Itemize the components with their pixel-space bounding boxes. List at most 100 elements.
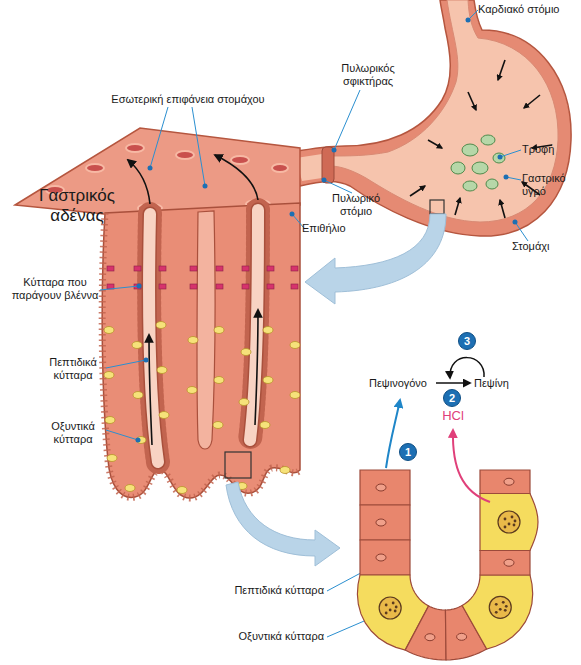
oxyntic-cell bbox=[462, 575, 533, 649]
leader-dot bbox=[322, 178, 327, 183]
gland-lumen bbox=[250, 210, 258, 440]
food-particle bbox=[462, 144, 478, 156]
flow-arrow bbox=[215, 155, 258, 200]
oxyntic-cell bbox=[156, 322, 166, 329]
mucous-cell bbox=[242, 266, 249, 271]
secretion-arrow bbox=[468, 92, 476, 110]
mucous-cell bbox=[107, 266, 298, 289]
food-particle bbox=[451, 162, 465, 174]
oxyntic-cell bbox=[188, 337, 198, 344]
cell-label: Πεπτιδικά κύτταρα bbox=[212, 584, 324, 597]
mucous-cell bbox=[267, 266, 274, 271]
leader-dot bbox=[498, 155, 503, 160]
mucous-cell bbox=[242, 284, 249, 289]
reaction-arrow bbox=[436, 382, 470, 384]
leader-dot bbox=[144, 358, 149, 363]
oxyntic-cell bbox=[177, 487, 187, 494]
leader-line bbox=[500, 150, 521, 157]
leader-dot bbox=[203, 184, 208, 189]
oxyntic-cell bbox=[280, 467, 290, 474]
stomach-wall bbox=[292, 0, 571, 236]
oxyntic-cell bbox=[157, 367, 167, 374]
leader-line bbox=[192, 107, 205, 186]
chromatin-dot bbox=[394, 610, 397, 613]
flow-arrow bbox=[128, 155, 258, 445]
part-label: Εσωτερική επιφάνεια στομάχου bbox=[78, 93, 298, 106]
oxyntic-cell bbox=[260, 422, 270, 429]
leader-dot bbox=[332, 148, 337, 153]
cell-label: Οξυντικά κύτταρα bbox=[212, 630, 324, 643]
cell-nucleus bbox=[457, 633, 467, 640]
chromatin-dot bbox=[385, 612, 388, 615]
chromatin-dot bbox=[389, 609, 392, 612]
food-particle bbox=[463, 181, 477, 191]
gastric-pit bbox=[272, 164, 288, 172]
food-particle bbox=[451, 135, 505, 191]
leader-dot bbox=[290, 212, 295, 217]
callout-text: 2 bbox=[449, 392, 455, 404]
cell-nucleus bbox=[504, 559, 514, 566]
mucous-cell bbox=[190, 284, 197, 289]
mucous-cell bbox=[134, 266, 141, 271]
mucous-cell bbox=[291, 284, 298, 289]
reaction-arrow bbox=[450, 358, 484, 378]
oxyntic-cell bbox=[132, 342, 142, 349]
chromatin-dot bbox=[385, 604, 388, 607]
gland-lumen bbox=[149, 214, 158, 462]
reaction-arrow bbox=[386, 400, 400, 468]
cell-label: Οξυντικά κύτταρα bbox=[38, 420, 108, 446]
oxyntic-cell bbox=[133, 392, 143, 399]
oxyntic-cell bbox=[263, 377, 273, 384]
oxyntic-cell bbox=[125, 485, 135, 492]
chromatin-dot bbox=[505, 605, 508, 608]
cell-nucleus bbox=[376, 519, 386, 526]
oxyntic-cell bbox=[239, 399, 249, 406]
cell-nucleus bbox=[489, 596, 511, 618]
oxyntic-cell bbox=[263, 327, 273, 334]
chromatin-dot bbox=[508, 523, 511, 526]
food-particle bbox=[486, 179, 498, 189]
cell-nucleus bbox=[425, 634, 435, 641]
oxyntic-cell bbox=[213, 422, 223, 429]
peptic-cell bbox=[360, 540, 410, 575]
molecule-label: Πεψίνη bbox=[474, 377, 530, 390]
gland-lumen bbox=[149, 214, 158, 462]
oxyntic-cell bbox=[241, 349, 251, 356]
leader-line bbox=[106, 360, 146, 368]
flow-arrow bbox=[128, 160, 150, 204]
oxyntic-cell bbox=[136, 437, 146, 444]
secretion-arrow bbox=[428, 140, 442, 148]
pyloric-sphincter bbox=[322, 147, 334, 183]
part-label: Στομάχι bbox=[512, 240, 572, 253]
mucous-cell bbox=[291, 266, 298, 271]
secretion-arrow bbox=[524, 95, 540, 108]
leader-line bbox=[515, 222, 528, 241]
gastric-pit bbox=[126, 144, 144, 152]
gland-lumen bbox=[149, 214, 158, 462]
callout-number: 1 bbox=[399, 443, 417, 461]
gland-lumen bbox=[149, 210, 258, 462]
mucous-cell bbox=[107, 266, 114, 271]
secretion-arrow bbox=[500, 200, 505, 218]
oxyntic-cell bbox=[104, 372, 114, 379]
part-label: Καρδιακό στόμιο bbox=[478, 3, 578, 16]
cell-label: Πεπτιδικά κύτταρα bbox=[38, 356, 108, 382]
chromatin-dot bbox=[495, 611, 498, 614]
zoom-arrow bbox=[226, 214, 446, 566]
gastric-pit bbox=[231, 156, 249, 164]
leader-dot bbox=[136, 438, 141, 443]
gastric-pit bbox=[176, 151, 194, 159]
chromatin-dot bbox=[513, 524, 516, 527]
structure-title: Γαστρικός αδένας bbox=[22, 186, 132, 227]
mucous-cell bbox=[267, 284, 274, 289]
gastric-pit bbox=[86, 164, 104, 172]
secretion-arrow bbox=[498, 60, 505, 80]
mucous-cell bbox=[159, 266, 166, 271]
callout-number: 2 bbox=[443, 389, 461, 407]
food-particle bbox=[493, 153, 505, 163]
zoom-box bbox=[430, 200, 444, 214]
peptic-cell bbox=[360, 470, 410, 505]
gland-lumen bbox=[250, 210, 258, 440]
cell-nucleus bbox=[498, 511, 520, 533]
